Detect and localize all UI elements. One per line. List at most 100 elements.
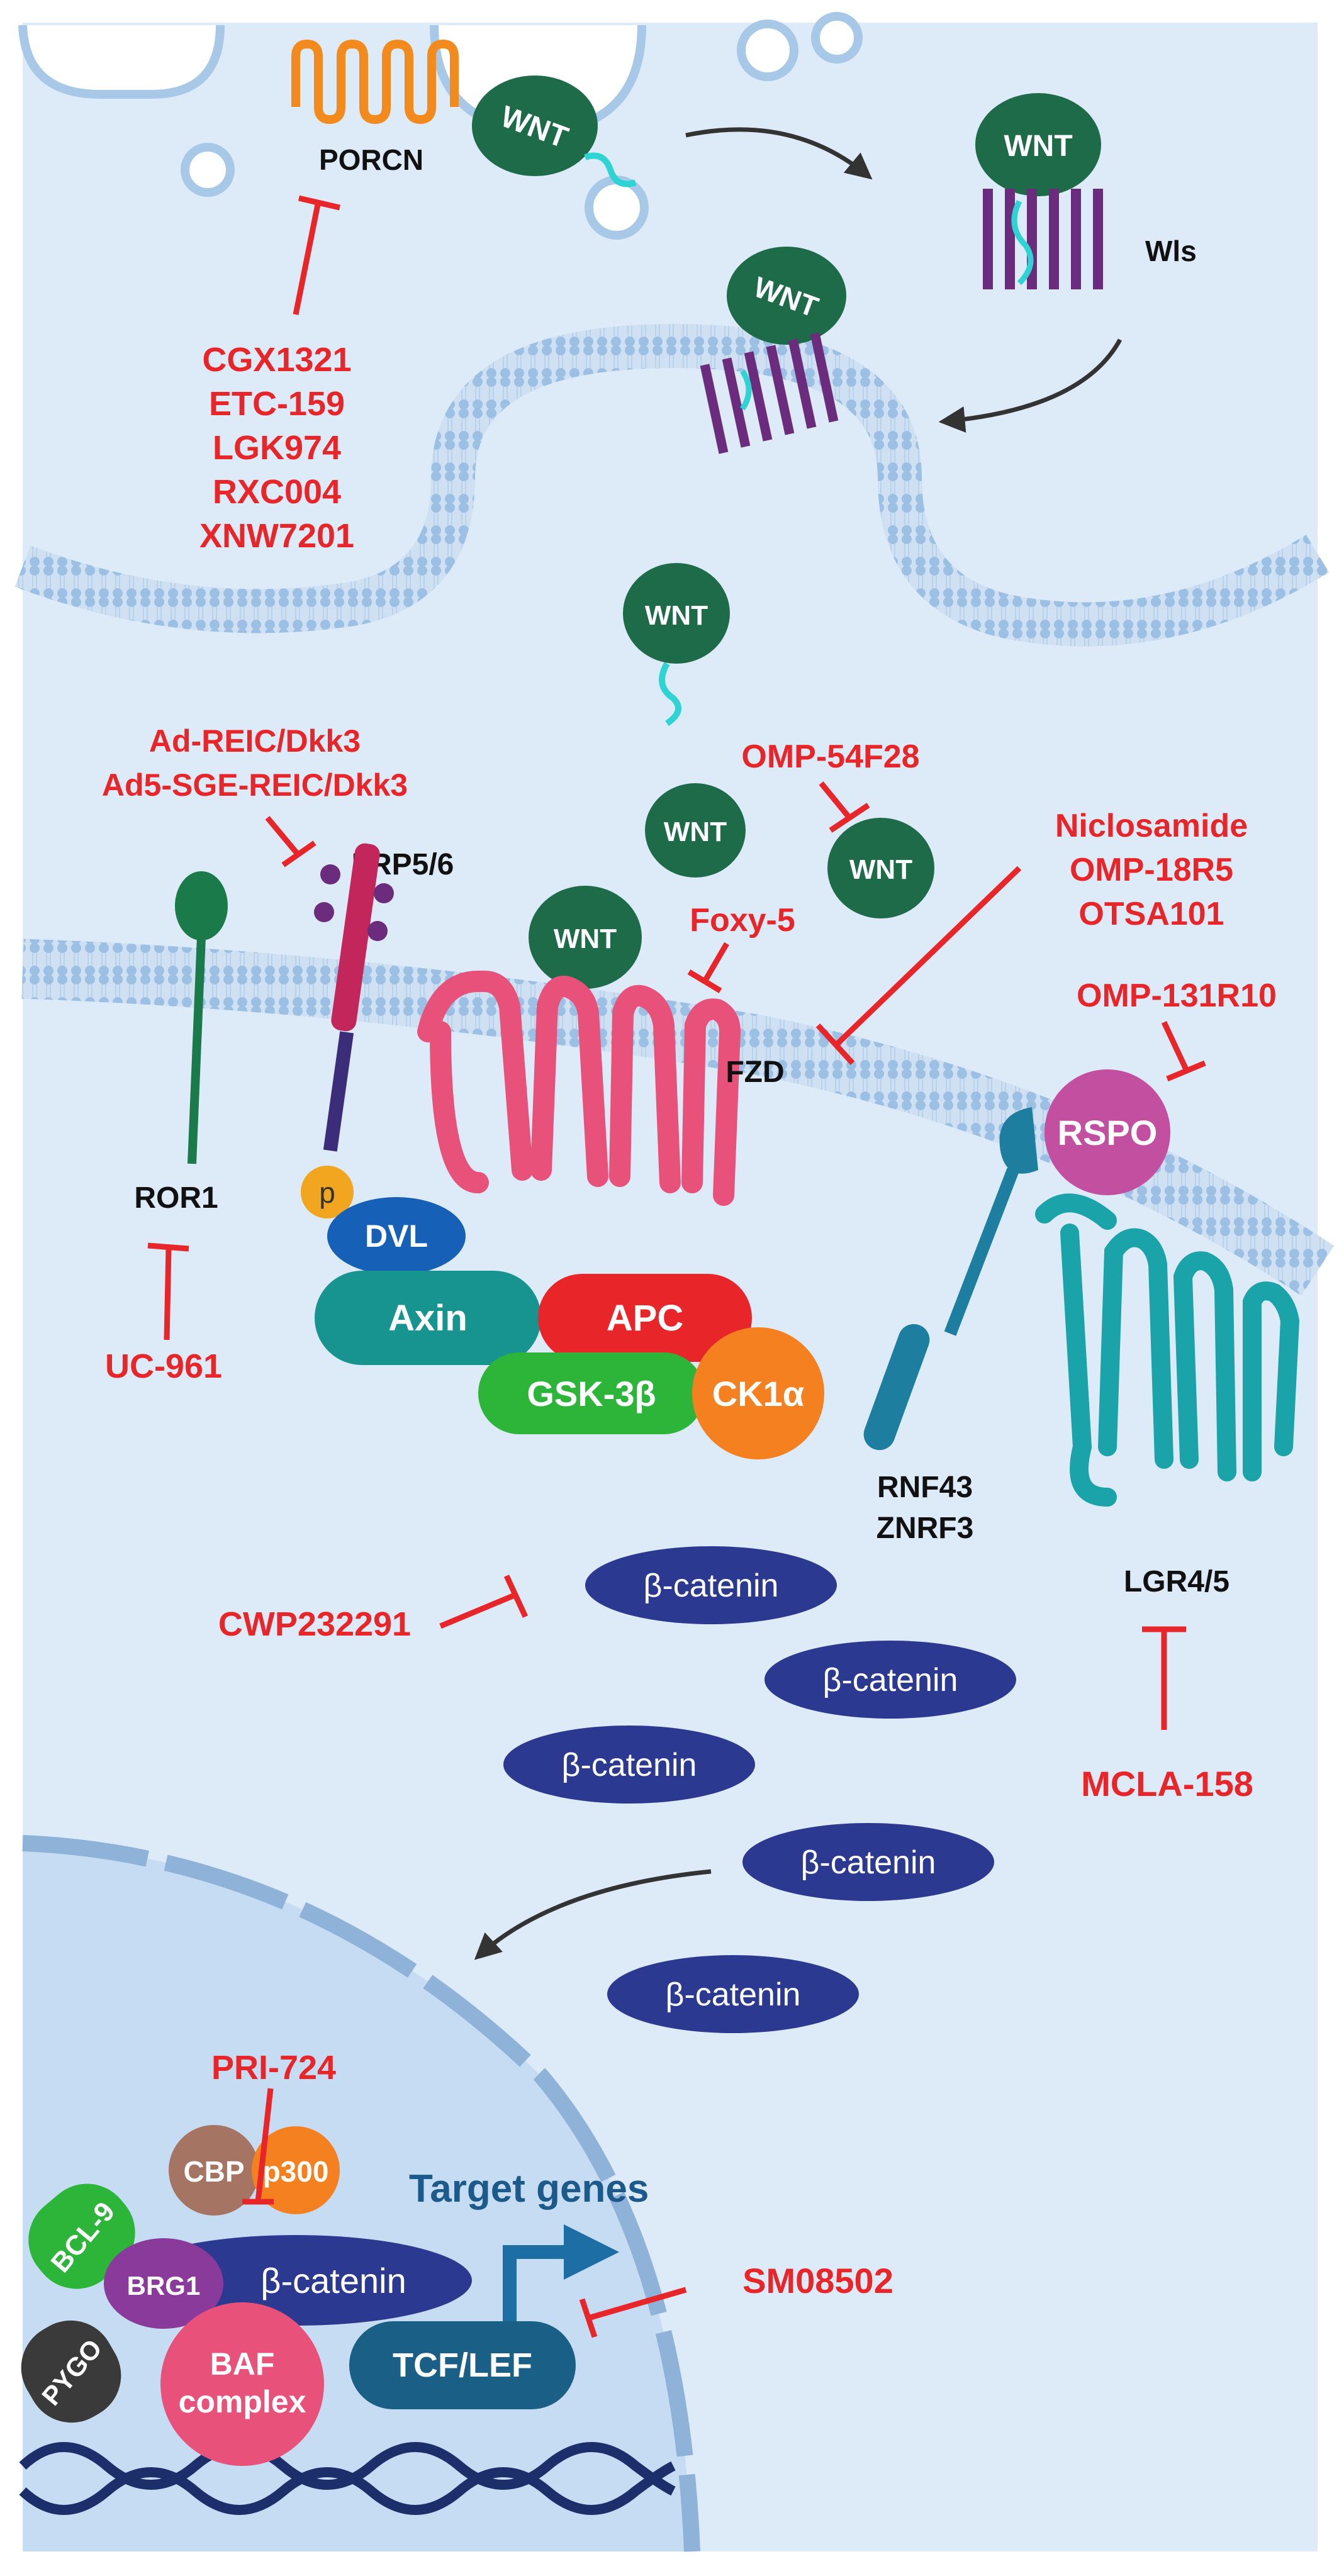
gsk-label: GSK-3β	[527, 1374, 656, 1413]
tcf-label: TCF/LEF	[393, 2346, 532, 2384]
beta-catenin-3: β-catenin	[503, 1726, 755, 1804]
lrp-receptor: LRP5/6	[314, 843, 454, 1152]
mcla158-label: MCLA-158	[1081, 1764, 1253, 1804]
fzd-label: FZD	[725, 1056, 784, 1089]
wnt-label-wls: WNT	[1004, 130, 1072, 163]
target-genes-label: Target genes	[409, 2167, 649, 2211]
axin-label: Axin	[388, 1298, 468, 1339]
lgr-label: LGR4/5	[1124, 1565, 1229, 1598]
fzd-drug-2: OMP-18R5	[1070, 852, 1233, 888]
lrp-inhibition: Ad-REIC/Dkk3 Ad5-SGE-REIC/Dkk3	[102, 723, 408, 867]
ck1a	[692, 1327, 824, 1459]
cbp	[169, 2125, 259, 2216]
wnt-ligand-porcn: WNT	[472, 75, 637, 187]
porcn-drug-1: CGX1321	[202, 341, 351, 379]
wnt-sequestration: OMP-54F28	[741, 739, 920, 833]
phospho-p	[301, 1166, 354, 1218]
foxy5-label: Foxy-5	[690, 902, 795, 939]
fzd-drug-3: OTSA101	[1078, 896, 1224, 932]
dna-strand-a	[19, 2442, 676, 2496]
tcf-lef	[349, 2321, 576, 2409]
porcn-drug-4: RXC004	[213, 473, 341, 511]
dna-strand-b	[19, 2461, 676, 2515]
beta-catenin-nuclear-label: β-catenin	[260, 2261, 406, 2300]
dvl	[327, 1197, 466, 1275]
transcription-complex: CBP p300 Target genes BCL-9 β-catenin BR…	[21, 2088, 649, 2466]
rspo-label: RSPO	[1058, 1113, 1158, 1152]
catenin-inhibition: CWP232291	[218, 1575, 529, 1643]
fzd-inhibition: Niclosamide OMP-18R5 OTSA101	[815, 808, 1248, 1066]
beta-catenin-4: β-catenin	[742, 1823, 994, 1901]
apc	[538, 1274, 752, 1362]
omp-131r10-label: OMP-131R10	[1077, 978, 1277, 1014]
wnt-ligand-a: WNT	[645, 783, 746, 878]
pri724-label: PRI-724	[211, 2049, 336, 2087]
wnt-label-a: WNT	[664, 817, 727, 847]
lrp-drug-2: Ad5-SGE-REIC/Dkk3	[102, 767, 408, 803]
porcn-drug-3: LGK974	[213, 429, 341, 467]
wnt-label-c: WNT	[554, 923, 617, 954]
brg1	[104, 2238, 223, 2329]
wnt-ligand-b: WNT	[827, 818, 934, 918]
foxy5-mimic: Foxy-5	[687, 902, 795, 993]
beta-catenin-label-3: β-catenin	[562, 1747, 697, 1783]
porcn-drug-5: XNW7201	[199, 517, 354, 555]
bcl9: BCL-9	[28, 2183, 135, 2289]
rnf43-label: RNF43	[877, 1471, 973, 1504]
rspo-inhibition: OMP-131R10	[1077, 978, 1277, 1082]
secretion-arrow-1	[685, 127, 873, 180]
fzd-drug-1: Niclosamide	[1055, 808, 1248, 844]
wnt-ligand-c: WNT	[529, 886, 642, 989]
endocytic-membrane	[14, 323, 1330, 647]
beta-catenin-2: β-catenin	[764, 1641, 1016, 1719]
apc-label: APC	[607, 1298, 683, 1339]
ck1-label: CK1α	[712, 1374, 804, 1413]
fzd-receptor: FZD	[417, 971, 785, 1206]
rspo: RSPO	[1044, 1069, 1170, 1195]
znrf3-label: ZNRF3	[876, 1512, 974, 1545]
transcription-start-arrow	[503, 2224, 619, 2321]
cwp232291-label: CWP232291	[218, 1605, 411, 1643]
wnt-ligand-secreted: WNT	[623, 563, 730, 727]
porcn-drug-2: ETC-159	[209, 385, 345, 423]
baf-label-2: complex	[179, 2384, 306, 2419]
beta-catenin-pool: β-catenin β-catenin β-catenin β-catenin …	[503, 1546, 1016, 2033]
cbp-label: CBP	[183, 2155, 244, 2188]
wnt-label-b: WNT	[849, 854, 912, 885]
lgr-receptor: LGR4/5 MCLA-158	[1035, 1193, 1300, 1804]
wnt-wls-membrane: WNT	[700, 247, 846, 454]
sm08502-label: SM08502	[742, 2261, 893, 2300]
beta-catenin-label-1: β-catenin	[644, 1568, 779, 1604]
uc961-label: UC-961	[105, 1347, 222, 1385]
beta-catenin-label-4: β-catenin	[801, 1844, 936, 1881]
wnt-label-secreted: WNT	[645, 600, 708, 631]
pygo: PYGO	[21, 2320, 121, 2423]
porcn-label: PORCN	[319, 143, 423, 176]
gsk3b	[478, 1352, 705, 1434]
beta-catenin-label-2: β-catenin	[823, 1662, 958, 1698]
wls-label: Wls	[1145, 235, 1197, 267]
brg1-label: BRG1	[127, 2271, 201, 2300]
tcf-inhibition: SM08502	[579, 2261, 893, 2338]
nuclear-import-arrow	[474, 1869, 712, 1960]
beta-catenin-label-5: β-catenin	[666, 1977, 801, 2013]
beta-catenin-5: β-catenin	[607, 1955, 859, 2033]
porcn-inhibition: CGX1321 ETC-159 LGK974 RXC004 XNW7201	[199, 195, 354, 555]
omp-54f28-label: OMP-54F28	[741, 739, 919, 775]
lrp-drug-1: Ad-REIC/Dkk3	[149, 723, 361, 759]
p300-label: p300	[263, 2155, 329, 2188]
destruction-complex: p DVL Axin APC GSK-3β CK1α	[301, 1166, 824, 1459]
p-label: p	[319, 1176, 335, 1209]
ror1-label: ROR1	[134, 1181, 218, 1215]
baf-label-1: BAF	[210, 2346, 275, 2382]
ror1-receptor: ROR1 UC-961	[105, 871, 228, 1385]
wls-complex: WNT Wls	[975, 93, 1197, 289]
rnf43-znrf3: RNF43 ZNRF3	[863, 1107, 1038, 1545]
baf-complex	[160, 2302, 324, 2466]
dvl-label: DVL	[365, 1218, 428, 1254]
secretion-arrow-2	[938, 338, 1123, 433]
axin	[315, 1271, 541, 1365]
p300	[252, 2126, 340, 2214]
